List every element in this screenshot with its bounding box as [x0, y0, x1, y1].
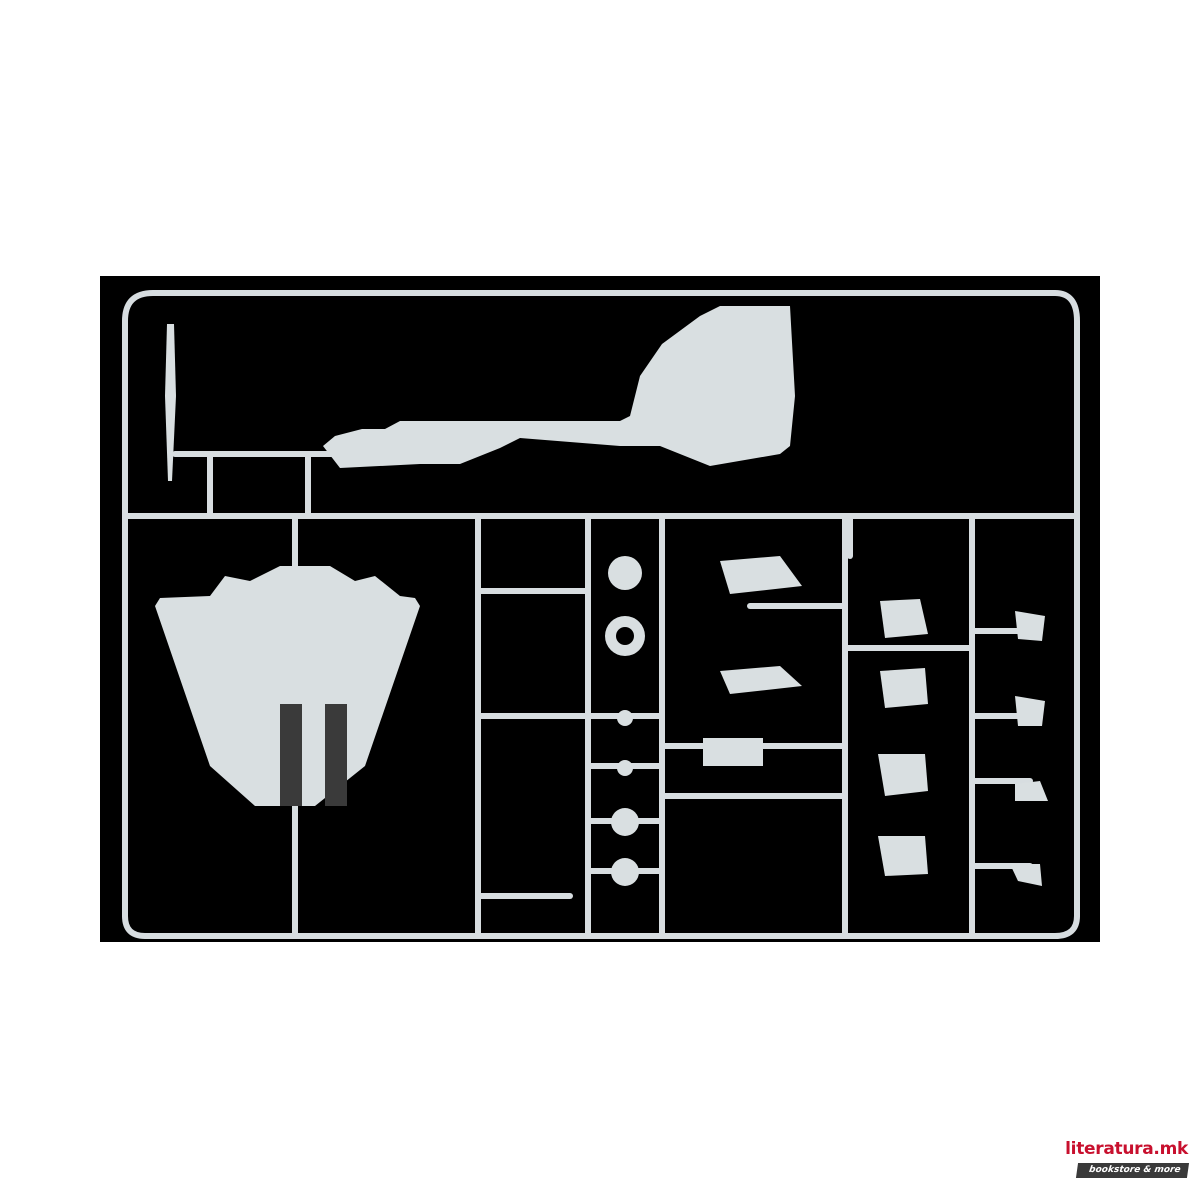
sprue-illustration — [122, 290, 1080, 939]
sprue-photo — [100, 276, 1100, 942]
watermark-title: literatura.mk — [1065, 1139, 1188, 1159]
watermark-tagline: bookstore & more — [1075, 1163, 1190, 1178]
watermark: literatura.mk bookstore & more — [1042, 1139, 1190, 1178]
